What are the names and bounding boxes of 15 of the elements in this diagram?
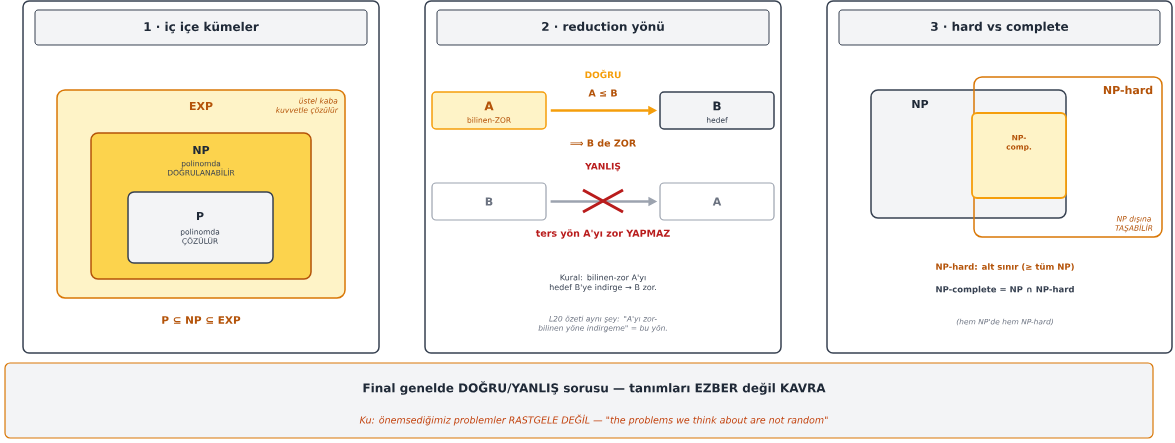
edge-label: A ≤ B <box>587 88 619 98</box>
heading-box: 3 · hard vs complete <box>838 9 1161 46</box>
note-text: NP-hard: alt sınır (≥ tüm NP) <box>936 263 1074 271</box>
note-text: ters yön A'yı zor YAPMAZ <box>535 229 670 239</box>
problem-box: A <box>659 182 775 221</box>
problem-box: B <box>431 182 547 221</box>
note-text: NP-complete = NP ∩ NP-hard <box>936 285 1074 295</box>
heading-box: 2 · reduction yönü <box>436 9 770 46</box>
note-text: ⟹ B de ZOR <box>570 139 636 147</box>
note-text: Kural: bilinen-zor A'yı hedef B'ye indirge → B zor. <box>549 274 656 292</box>
note-text: P ⊆ NP ⊆ EXP <box>162 316 241 324</box>
note-box: Final genelde DOĞRU/YANLIŞ sorusu — tanımları EZBER değil KAVRA Ku: önemsediğimiz problemler RASTGELE DEĞİL — "the problems we think about are not random" <box>4 362 1154 439</box>
heading-box: 1 · iç içe kümeler <box>34 9 368 46</box>
note-text: DOĞRU <box>585 69 621 79</box>
note-text: YANLIŞ <box>585 162 621 172</box>
